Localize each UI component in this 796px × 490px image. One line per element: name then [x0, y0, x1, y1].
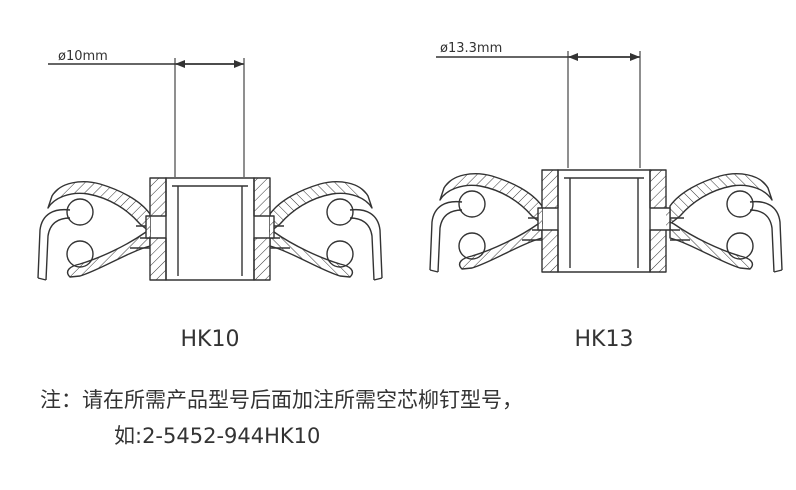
model-label-hk10: HK10 [181, 327, 240, 352]
dimension-hk13 [436, 51, 641, 168]
diameter-label-hk10: ø10mm [58, 49, 108, 64]
drawing-hk13: ø13.3mm [429, 41, 783, 273]
section-left-hk10 [37, 181, 151, 281]
dimension-hk10 [48, 58, 245, 177]
drawing-hk10: ø10mm [37, 49, 383, 281]
diameter-label-hk13: ø13.3mm [440, 41, 502, 56]
section-right-hk10 [269, 181, 383, 281]
rivet-hk13 [537, 169, 671, 273]
order-note-example: 如:2-5452-944HK10 [114, 424, 321, 448]
order-note-text: 注：请在所需产品型号后面加注所需空芯柳钉型号， [40, 388, 523, 412]
rivet-hk10 [145, 177, 275, 281]
order-note: 注：请在所需产品型号后面加注所需空芯柳钉型号， 如:2-5452-944HK10 [40, 382, 523, 454]
section-right-hk13 [669, 173, 783, 273]
model-label-hk13: HK13 [575, 327, 634, 352]
section-left-hk13 [429, 173, 543, 273]
